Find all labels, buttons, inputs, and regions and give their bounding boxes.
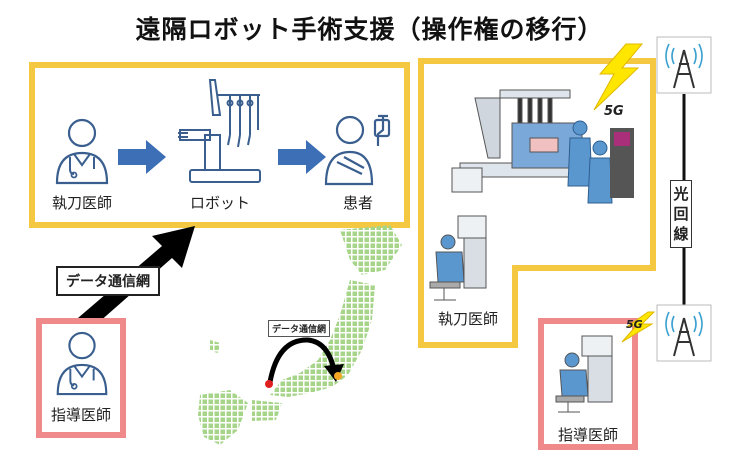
right-surgeon-label: 執刀医師	[437, 310, 498, 328]
fiber-label-char-3: 線	[673, 225, 689, 243]
page-title: 遠隔ロボット手術支援（操作権の移行）	[135, 15, 604, 44]
map-data-network-label: データ通信網	[268, 320, 331, 337]
badge-5g-top: 5G	[604, 104, 624, 119]
right-supervisor-label: 指導医師	[557, 426, 618, 444]
fiber-label-char-2: 回	[673, 205, 689, 223]
patient-label: 患者	[342, 194, 373, 212]
surgery-flow-box	[29, 62, 410, 228]
patient-icon	[324, 114, 391, 186]
lightning-icon	[621, 311, 656, 343]
data-network-label: データ通信網	[56, 266, 160, 296]
supervisor-box	[36, 318, 126, 438]
robot-label: ロボット	[189, 194, 250, 212]
robot-arm-icon	[178, 79, 261, 183]
fiber-label-char-1: 光	[673, 185, 689, 203]
surgical-robot-scene-icon	[451, 89, 634, 204]
supervisor-label: 指導医師	[50, 406, 111, 424]
japan-map-icon	[198, 225, 402, 445]
doctor-icon	[56, 331, 108, 396]
antenna-icon	[656, 36, 712, 94]
badge-5g-bottom: 5G	[626, 318, 643, 331]
supervisor-console-icon	[555, 335, 613, 413]
surgeon-console-icon	[429, 215, 487, 301]
map-curved-arrow-icon	[265, 337, 344, 388]
antenna-icon	[656, 304, 712, 362]
lightning-icon	[593, 43, 644, 111]
flow-arrow-2-icon	[278, 140, 326, 174]
fiber-line-label: 光 回 線	[670, 180, 692, 248]
flow-arrow-1-icon	[118, 140, 166, 174]
doctor-icon	[55, 118, 109, 185]
surgeon-label: 執刀医師	[51, 194, 112, 212]
